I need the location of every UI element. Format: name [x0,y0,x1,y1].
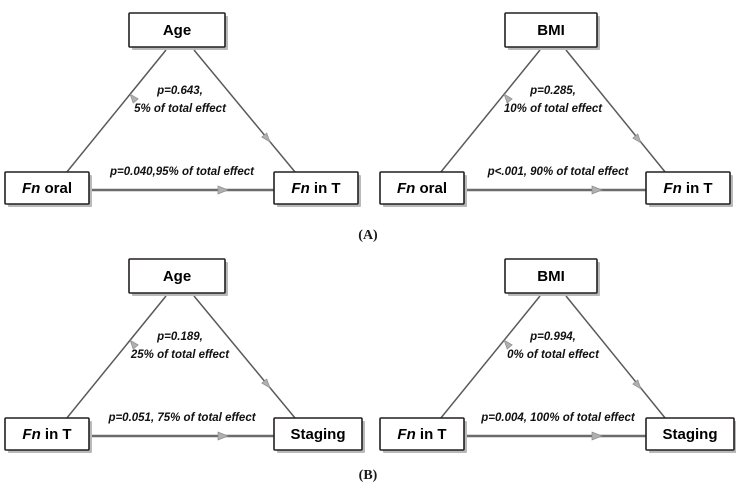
arrowhead-up-left-icon [129,339,139,350]
indirect-effect-label-line2: 0% of total effect [507,349,600,361]
node-mediator[interactable]: Age [128,258,228,296]
arrowhead-down-right-icon [632,133,642,144]
indirect-effect-label-line1: p=0.285, [529,85,576,97]
edge-predictor-to-mediator [61,295,167,425]
node-outcome[interactable]: Staging [645,417,736,453]
node-predictor-label: Fn in T [397,426,446,443]
node-outcome-label: Staging [663,426,718,443]
edge-direct [78,185,288,195]
node-mediator-label: BMI [537,22,565,39]
node-outcome[interactable]: Staging [273,417,365,453]
panel-a-left: Age Fn oral Fn in T [0,0,368,222]
node-predictor-label: Fn oral [397,180,447,197]
node-outcome-rest: Staging [663,426,718,443]
indirect-effect-label-line1: p=0.994, [529,331,576,343]
node-outcome[interactable]: Fn in T [273,171,361,207]
node-predictor-italic: Fn [397,426,415,443]
arrowhead-right-icon [591,431,603,441]
node-outcome-rest: in T [682,180,713,197]
panel-b-left: Age Fn in T Staging p=0.189, [0,246,368,468]
arrowhead-down-right-icon [261,132,271,143]
indirect-effect-label-line1: p=0.189, [156,331,203,343]
edge-mediator-to-outcome [565,295,671,425]
indirect-effect-label-line1: p=0.643, [156,85,203,97]
edge-mediator-to-outcome [193,295,301,425]
node-predictor-rest: oral [415,180,447,197]
arrowhead-down-right-icon [632,379,642,390]
node-outcome-label: Staging [291,426,346,443]
arrowhead-down-right-icon [261,378,271,389]
arrowhead-right-icon [217,185,229,195]
node-predictor-rest: oral [40,180,72,197]
node-predictor[interactable]: Fn in T [379,417,467,453]
node-outcome-rest: in T [310,180,341,197]
node-mediator[interactable]: Age [128,12,228,50]
node-mediator-label: Age [163,268,191,285]
node-predictor-italic: Fn [397,180,415,197]
panel-row-a: Age Fn oral Fn in T [0,0,736,222]
node-mediator[interactable]: BMI [504,258,600,296]
node-outcome[interactable]: Fn in T [645,171,733,207]
edge-direct [453,431,660,441]
panel-a-right: BMI Fn oral Fn in T p=0.285, [368,0,736,222]
arrowhead-up-left-icon [503,93,513,104]
panel-caption-b: (B) [358,468,378,483]
indirect-effect-label-line2: 25% of total effect [130,349,230,361]
node-predictor-label: Fn oral [22,180,72,197]
edge-predictor-to-mediator [435,295,541,425]
edge-predictor-to-mediator [435,49,541,179]
indirect-effect-label-line2: 10% of total effect [504,103,603,115]
edge-direct [453,185,660,195]
direct-effect-label: p=0.040,95% of total effect [109,166,255,178]
node-predictor-italic: Fn [22,180,40,197]
node-outcome-label: Fn in T [291,180,340,197]
edge-predictor-to-mediator [61,49,167,179]
node-predictor[interactable]: Fn in T [4,417,92,453]
arrowhead-right-icon [591,185,603,195]
node-predictor-label: Fn in T [22,426,71,443]
edge-mediator-to-outcome [565,49,671,179]
node-predictor-rest: in T [416,426,447,443]
node-predictor-rest: in T [41,426,72,443]
panel-b-right: BMI Fn in T Staging p=0.994, [368,246,736,468]
edge-direct [78,431,288,441]
panel-row-b: Age Fn in T Staging p=0.189, [0,246,736,468]
panel-caption-a: (A) [358,228,378,243]
arrowhead-up-left-icon [503,339,513,350]
node-outcome-rest: Staging [291,426,346,443]
direct-effect-label: p=0.051, 75% of total effect [107,412,256,424]
node-predictor[interactable]: Fn oral [379,171,467,207]
node-predictor-italic: Fn [22,426,40,443]
node-mediator-label: BMI [537,268,565,285]
direct-effect-label: p=0.004, 100% of total effect [480,412,636,424]
arrowhead-right-icon [217,431,229,441]
node-mediator[interactable]: BMI [504,12,600,50]
indirect-effect-label-line2: 5% of total effect [134,103,227,115]
node-mediator-label: Age [163,22,191,39]
arrowhead-up-left-icon [129,93,139,104]
direct-effect-label: p<.001, 90% of total effect [487,166,630,178]
node-outcome-italic: Fn [663,180,681,197]
node-predictor[interactable]: Fn oral [4,171,92,207]
node-outcome-italic: Fn [291,180,309,197]
edge-mediator-to-outcome [193,49,301,179]
node-outcome-label: Fn in T [663,180,712,197]
